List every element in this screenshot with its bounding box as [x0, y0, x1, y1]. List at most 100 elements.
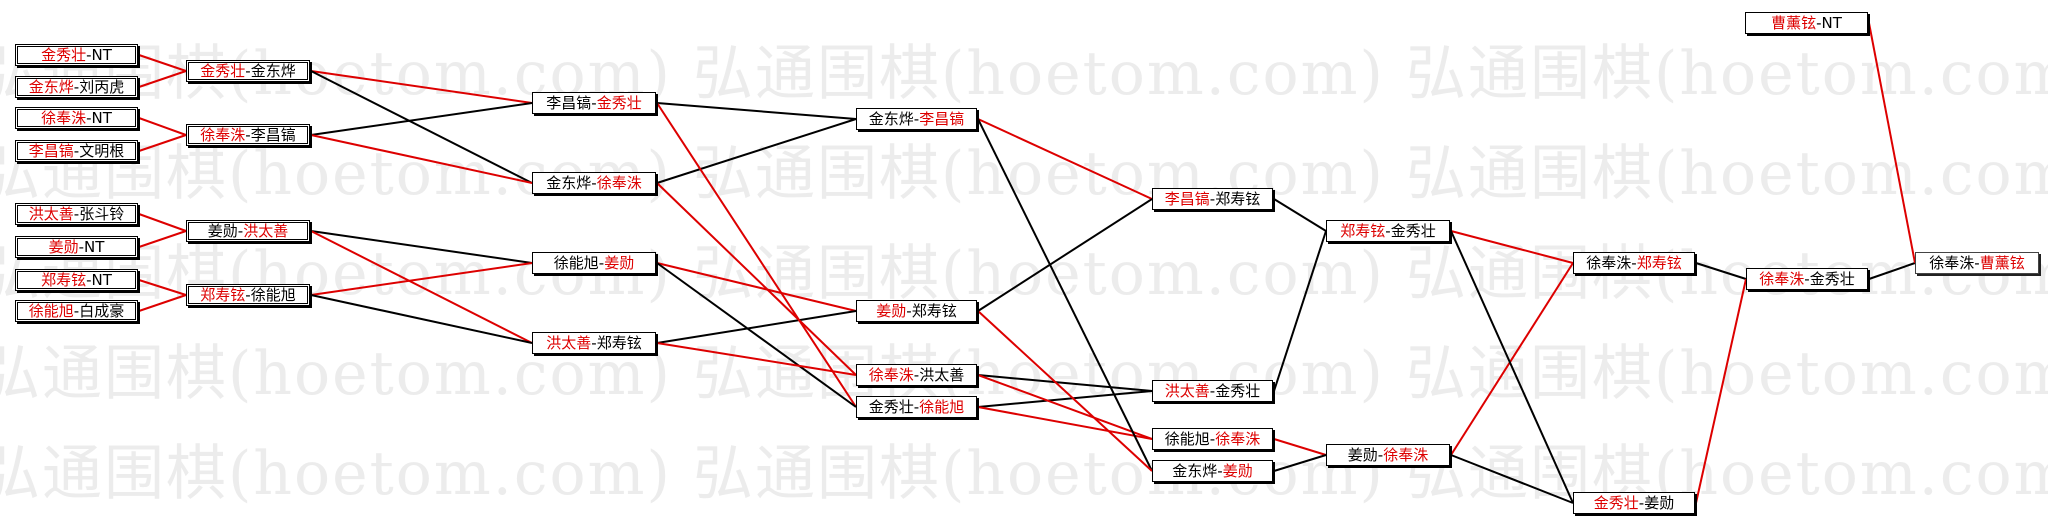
- match-box-round4: 徐奉洙-洪太善: [856, 364, 977, 386]
- match-box-round4: 金东烨-李昌镐: [856, 108, 977, 130]
- connector-line: [977, 310, 1153, 472]
- connector-line: [138, 54, 187, 72]
- match-box-round2: 郑寿铉-徐能旭: [186, 284, 310, 306]
- connector-line: [310, 70, 533, 184]
- player-name: 李昌镐: [1164, 190, 1210, 208]
- match-box-round4: 金秀壮-徐能旭: [856, 396, 977, 418]
- match-box-round8: 徐奉洙-金秀壮: [1746, 268, 1868, 290]
- connector-line: [138, 230, 187, 248]
- player-name: 徐能旭: [28, 302, 74, 320]
- connector-line: [977, 374, 1153, 392]
- match-box-round1: 姜勋-NT: [15, 236, 138, 258]
- match-box-round1: 徐能旭-白成豪: [15, 300, 138, 322]
- player-name: 徐能旭: [1164, 430, 1210, 448]
- match-box-round1: 金东烨-刘丙虎: [15, 76, 138, 98]
- match-box-round3: 李昌镐-金秀壮: [532, 92, 656, 114]
- match-box-round1: 洪太善-张斗铃: [15, 203, 138, 225]
- player-name: 郑寿铉: [1340, 222, 1386, 240]
- player-name: 李昌镐: [250, 126, 296, 144]
- connector-line: [1695, 278, 1747, 504]
- connector-line: [656, 342, 857, 376]
- match-box-final: 徐奉洙-曹薰铉: [1915, 252, 2039, 274]
- player-name: 金东烨: [868, 110, 914, 128]
- connector-line: [656, 262, 857, 312]
- player-name: 姜勋: [604, 254, 635, 272]
- connector-line: [656, 310, 857, 344]
- connector-line: [1273, 230, 1327, 392]
- connector-line: [138, 213, 187, 232]
- match-box-round2: 徐奉洙-李昌镐: [186, 124, 310, 146]
- connector-line: [310, 134, 533, 184]
- player-name: NT: [91, 109, 112, 127]
- match-box-round1: 郑寿铉-NT: [15, 269, 138, 291]
- player-name: 姜勋: [1222, 462, 1253, 480]
- player-name: 郑寿铉: [1215, 190, 1261, 208]
- connector-line: [656, 118, 857, 184]
- player-name: 李昌镐: [546, 94, 592, 112]
- player-name: NT: [84, 238, 105, 256]
- player-name: 徐奉洙: [1586, 254, 1632, 272]
- player-name: 曹薰铉: [1979, 254, 2025, 272]
- match-box-round3: 徐能旭-姜勋: [532, 252, 656, 274]
- player-name: 徐奉洙: [200, 126, 246, 144]
- connector-line: [138, 279, 187, 296]
- connector-line: [138, 70, 187, 88]
- connector-line: [310, 262, 533, 296]
- player-name: 徐奉洙: [868, 366, 914, 384]
- match-box-round1: 李昌镐-文明根: [15, 140, 138, 162]
- player-name: 姜勋: [876, 302, 907, 320]
- player-name: 徐奉洙: [1759, 270, 1805, 288]
- player-name: 洪太善: [919, 366, 965, 384]
- match-box-round3: 洪太善-郑寿铉: [532, 332, 656, 354]
- connector-line: [138, 117, 187, 136]
- player-name: 张斗铃: [79, 205, 125, 223]
- match-box-round6: 姜勋-徐奉洙: [1326, 444, 1450, 466]
- match-box-round1: 徐奉洙-NT: [15, 107, 138, 129]
- match-box-round5: 徐能旭-徐奉洙: [1152, 428, 1273, 450]
- player-name: 洪太善: [28, 205, 74, 223]
- player-name: 郑寿铉: [1636, 254, 1682, 272]
- player-name: 徐奉洙: [1215, 430, 1261, 448]
- connector-line: [656, 262, 857, 408]
- connector-line: [310, 102, 533, 136]
- player-name: 郑寿铉: [200, 286, 246, 304]
- player-name: 金东烨: [546, 174, 592, 192]
- player-name: 金秀壮: [41, 46, 87, 64]
- player-name: 李昌镐: [28, 142, 74, 160]
- match-box-round6: 郑寿铉-金秀壮: [1326, 220, 1450, 242]
- connector-line: [1868, 262, 1916, 280]
- player-name: 徐能旭: [250, 286, 296, 304]
- connector-line: [977, 118, 1153, 472]
- player-name: 郑寿铉: [911, 302, 957, 320]
- player-name: 李昌镐: [919, 110, 965, 128]
- connector-line: [1273, 454, 1327, 472]
- connector-line: [656, 182, 857, 376]
- player-name: NT: [91, 271, 112, 289]
- player-name: NT: [91, 46, 112, 64]
- connector-line: [1273, 438, 1327, 456]
- player-name: 金秀壮: [1390, 222, 1436, 240]
- connector-line: [1695, 262, 1747, 280]
- player-name: 徐奉洙: [596, 174, 642, 192]
- player-name: 金东烨: [1172, 462, 1218, 480]
- player-name: 姜勋: [207, 222, 238, 240]
- player-name: 徐奉洙: [41, 109, 87, 127]
- player-name: 曹薰铉: [1771, 14, 1817, 32]
- player-name: 金秀壮: [868, 398, 914, 416]
- player-name: 刘丙虎: [79, 78, 125, 96]
- player-name: 金秀壮: [596, 94, 642, 112]
- connector-line: [656, 102, 857, 408]
- match-box-round2: 姜勋-洪太善: [186, 220, 310, 242]
- player-name: 文明根: [79, 142, 125, 160]
- player-name: 金东烨: [250, 62, 296, 80]
- match-box-final-top: 曹薰铉-NT: [1745, 12, 1868, 34]
- connector-line: [310, 294, 533, 344]
- connector-line: [977, 390, 1153, 408]
- connector-line: [310, 230, 533, 264]
- connector-line: [138, 134, 187, 152]
- match-box-round2: 金秀壮-金东烨: [186, 60, 310, 82]
- match-box-round1: 金秀壮-NT: [15, 44, 138, 66]
- player-name: NT: [1821, 14, 1842, 32]
- connector-line: [1450, 230, 1574, 504]
